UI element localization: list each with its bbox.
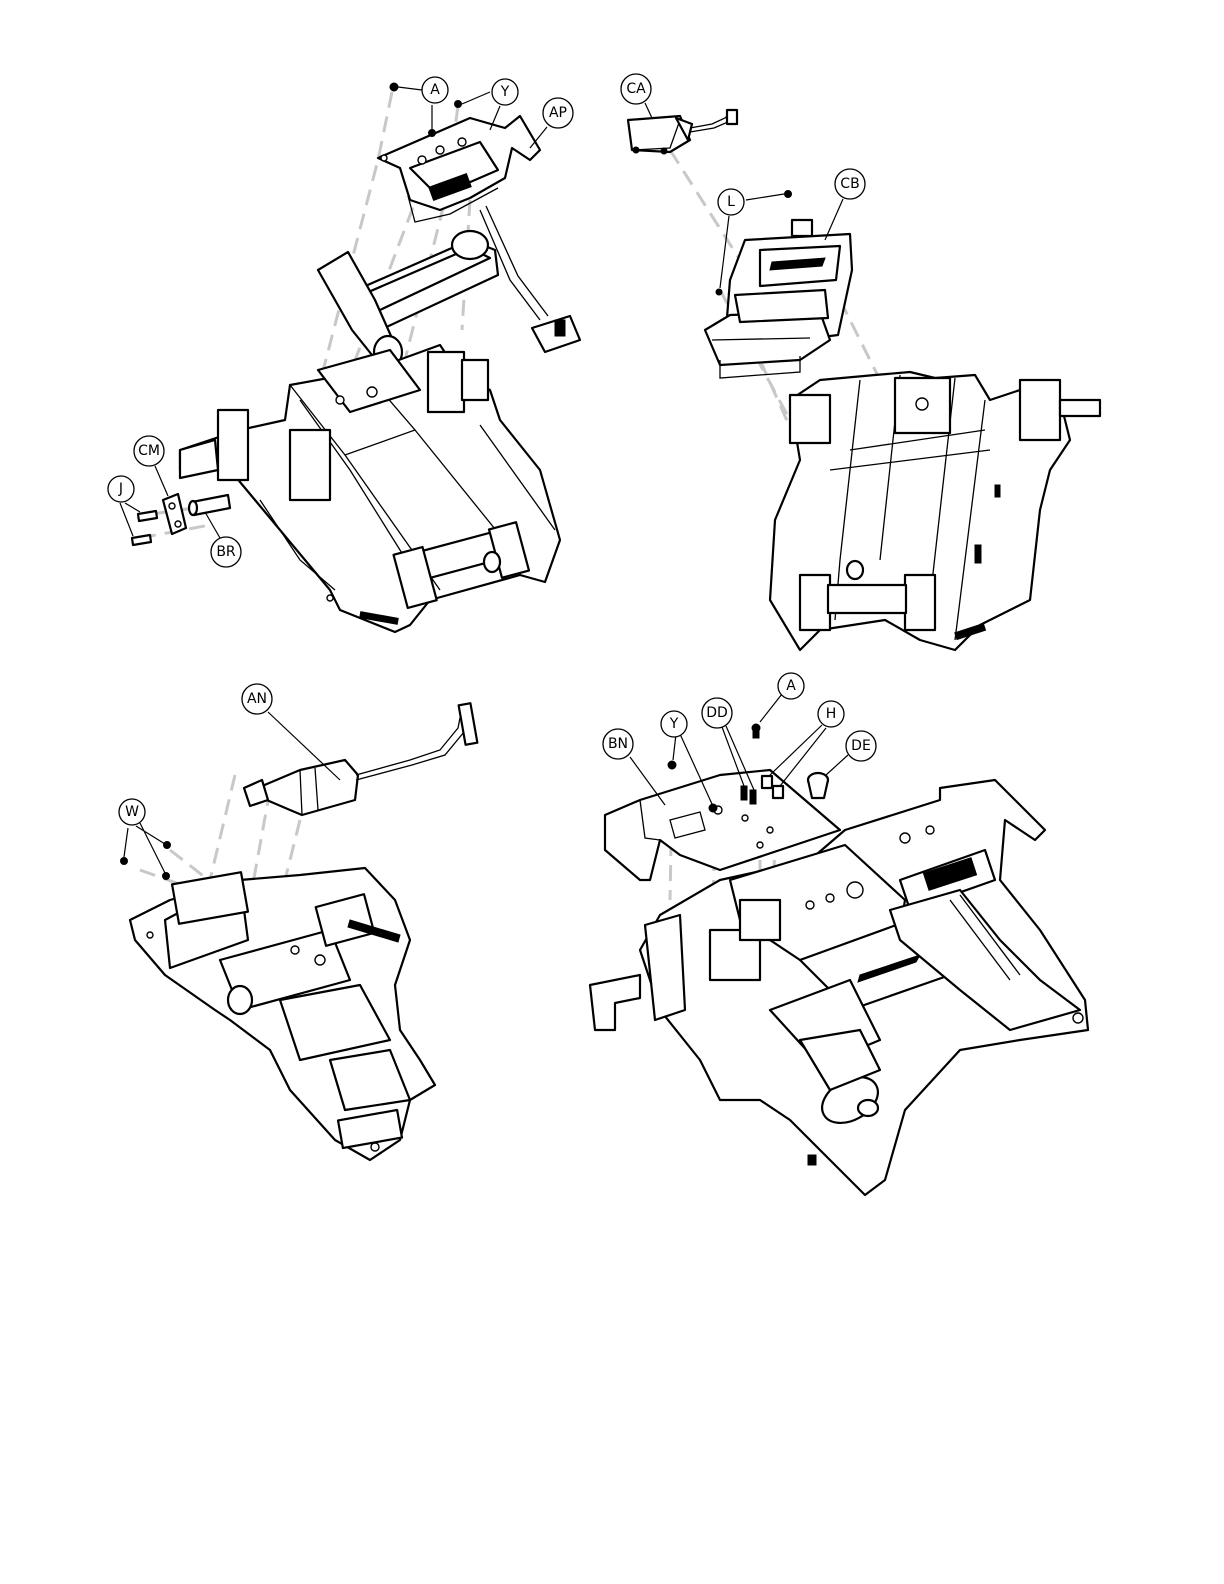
- upper-bracket-plate: [378, 116, 540, 222]
- svg-text:AN: AN: [247, 691, 267, 707]
- callout-cm: CM: [134, 436, 164, 466]
- lower-seat-frame: [180, 345, 560, 632]
- callout-bn: BN: [603, 729, 633, 759]
- svg-text:A: A: [430, 82, 440, 98]
- view-top-left-assembly: [132, 83, 580, 632]
- lower-frame-left: [130, 868, 435, 1160]
- svg-text:AP: AP: [549, 105, 567, 121]
- lower-seat-frame-right: [770, 372, 1100, 650]
- svg-text:CA: CA: [626, 81, 646, 97]
- callout-w: W: [119, 799, 145, 825]
- callout-an: AN: [242, 684, 272, 714]
- callout-h: H: [818, 701, 844, 727]
- svg-text:DE: DE: [851, 738, 871, 754]
- link-bracket-cm: [163, 494, 186, 534]
- callout-cb: CB: [835, 169, 865, 199]
- bolts-j: [132, 511, 157, 545]
- sensor-assembly-an: [244, 703, 477, 815]
- callout-a-top: A: [422, 77, 448, 103]
- fastener-a: [752, 724, 760, 738]
- svg-text:W: W: [125, 804, 139, 820]
- screws-w: [121, 842, 171, 880]
- svg-text:Y: Y: [500, 84, 510, 100]
- svg-text:BR: BR: [216, 544, 236, 560]
- pin-br: [189, 495, 230, 515]
- screw-y-top: [455, 101, 462, 108]
- callout-y-bottom: Y: [661, 711, 687, 737]
- callout-y-top: Y: [492, 79, 518, 105]
- svg-text:CB: CB: [840, 176, 859, 192]
- callout-j: J: [108, 476, 134, 502]
- callout-a-bottom: A: [778, 673, 804, 699]
- control-box-ca: [628, 110, 737, 154]
- svg-text:CM: CM: [138, 443, 160, 459]
- view-bottom-left-assembly: [121, 703, 478, 1160]
- callout-br: BR: [211, 537, 241, 567]
- tray-assembly-cb: [705, 220, 852, 378]
- svg-text:A: A: [786, 678, 796, 694]
- svg-text:BN: BN: [608, 736, 628, 752]
- svg-text:DD: DD: [706, 705, 728, 721]
- svg-text:H: H: [826, 706, 837, 722]
- callout-de: DE: [846, 731, 876, 761]
- callout-dd: DD: [702, 698, 732, 728]
- svg-text:L: L: [727, 194, 735, 210]
- view-bottom-right-assembly: [590, 724, 1088, 1195]
- callout-ap: AP: [543, 98, 573, 128]
- callout-l: L: [718, 189, 744, 215]
- view-top-right-assembly: [628, 110, 1100, 650]
- knob-de: [808, 773, 828, 798]
- callout-ca: CA: [621, 74, 651, 104]
- svg-text:Y: Y: [669, 716, 679, 732]
- svg-text:J: J: [118, 481, 123, 497]
- actuator-motor: [318, 206, 580, 368]
